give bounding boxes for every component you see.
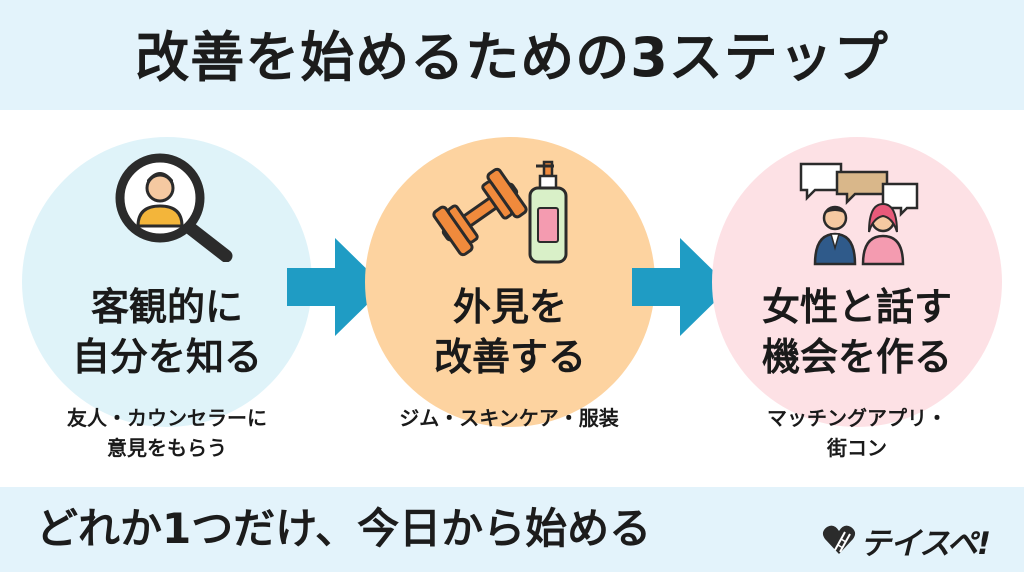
dumbbell-lotion-icon — [432, 160, 568, 264]
couple-chat-icon — [799, 162, 919, 266]
brand-logo-text: テイスペ! — [860, 525, 991, 562]
magnifier-person-icon — [115, 153, 233, 262]
step-1-title: 客観的に 自分を知る — [71, 285, 262, 379]
brand-logo: テイスペ! — [822, 520, 1012, 562]
header-band — [0, 0, 1024, 110]
arrow-right-icon — [632, 238, 730, 336]
step-3-title: 女性と話す 機会を作る — [761, 285, 952, 379]
page-title: 改善を始めるための3ステップ — [135, 26, 889, 89]
step-3-note: マッチングアプリ・ 街コン — [767, 406, 947, 460]
heart-ladder-icon — [822, 525, 856, 554]
step-2-title: 外見を 改善する — [433, 285, 586, 379]
footer-message: どれか1つだけ、今日から始める — [36, 504, 652, 553]
arrow-right-icon — [287, 238, 385, 336]
step-1-note: 友人・カウンセラーに 意見をもらう — [67, 406, 267, 460]
step-2-note: ジム・スキンケア・服装 — [399, 406, 619, 430]
